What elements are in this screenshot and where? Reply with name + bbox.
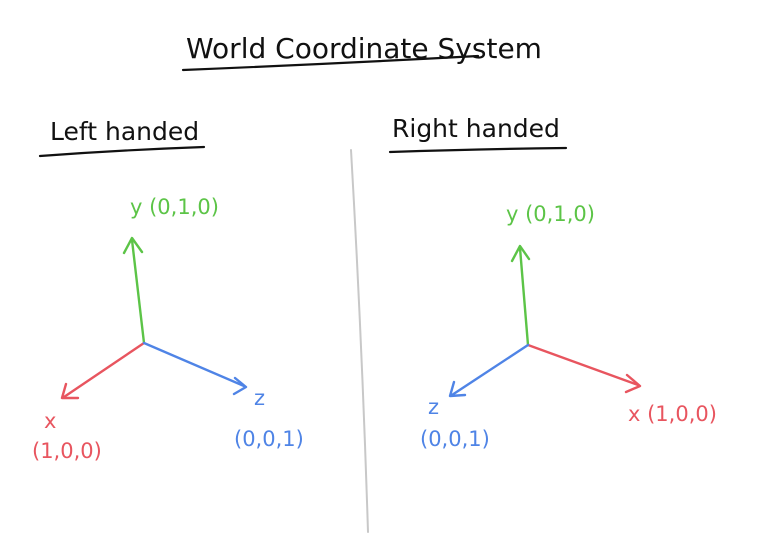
right-x-axis [526,343,642,394]
left-handed-heading: Left handed [50,117,199,146]
right-x-axis-label: x (1,0,0) [628,402,717,426]
right-z-axis-label: z [428,395,439,419]
right-y-axis-label: y (0,1,0) [506,202,595,226]
right-y-axis [510,244,531,347]
right-z-axis-coords: (0,0,1) [420,427,490,451]
right-handed-heading: Right handed [392,114,560,143]
right-z-axis [448,343,530,398]
left-heading-underline [38,145,206,158]
left-z-axis-coords: (0,0,1) [234,427,304,451]
diagram-title: World Coordinate System [186,32,542,65]
left-x-axis-label: x [44,409,56,433]
left-z-axis-label: z [254,386,265,410]
left-x-axis [60,341,146,400]
left-y-axis [122,236,146,345]
divider-line [350,149,369,533]
left-z-axis [142,341,248,396]
title-underline [181,54,480,72]
left-y-axis-label: y (0,1,0) [130,195,219,219]
right-heading-underline [388,146,568,154]
left-x-axis-coords: (1,0,0) [32,439,102,463]
